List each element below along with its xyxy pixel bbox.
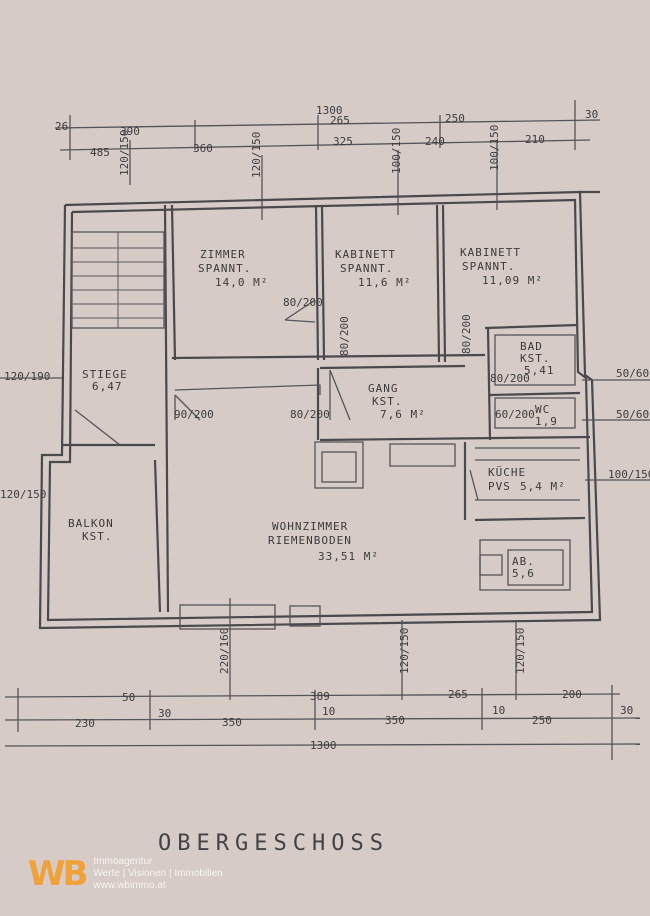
room-kueche-area: 5,4 M² xyxy=(520,480,566,493)
window-bottom-3: 120/150 xyxy=(514,628,527,674)
dim-top-7: 325 xyxy=(333,135,353,148)
door-label-4: 60/200 xyxy=(495,408,535,421)
room-wc-area: 1,9 xyxy=(535,415,558,428)
brand-logo: WB Immoagentur Werte | Visionen | Immobi… xyxy=(28,856,223,892)
room-balkon-floor: KST. xyxy=(82,530,113,543)
top-dimension-labels: 1300 390 265 250 30 485 360 325 240 210 … xyxy=(55,104,598,159)
dim-bottom-4: 265 xyxy=(448,688,468,701)
window-bottom-2: 120/150 xyxy=(398,628,411,674)
window-label-4: 120/150 xyxy=(118,130,131,176)
dim-bottom-11: 250 xyxy=(532,714,552,727)
brand-mark: WB xyxy=(28,854,88,894)
dim-top-2: 265 xyxy=(330,114,350,127)
room-kueche-floor: PVS xyxy=(488,480,511,493)
door-label-1: 80/200 xyxy=(283,296,323,309)
room-zimmer-name: ZIMMER xyxy=(200,248,246,261)
room-labels: ZIMMER SPANNT. 14,0 M² KABINETT SPANNT. … xyxy=(68,246,566,580)
room-kabinett2-name: KABINETT xyxy=(460,246,521,259)
dim-bottom-8: 10 xyxy=(322,705,335,718)
dim-right-2: 50/60 xyxy=(616,408,649,421)
dim-bottom-9: 350 xyxy=(385,714,405,727)
brand-tagline: Werte | Visionen | Immobilien xyxy=(93,868,223,879)
room-wohnzimmer-name: WOHNZIMMER xyxy=(272,520,348,533)
room-balkon-name: BALKON xyxy=(68,517,114,530)
room-gang-name: GANG xyxy=(368,382,399,395)
brand-text: Immoagentur Werte | Visionen | Immobilie… xyxy=(93,856,222,892)
room-kabinett1-floor: SPANNT. xyxy=(340,262,393,275)
window-label-1: 120/150 xyxy=(250,132,263,178)
dim-top-8: 240 xyxy=(425,135,445,148)
room-zimmer-area: 14,0 M² xyxy=(215,276,268,289)
staircase xyxy=(71,231,165,446)
inner-walls xyxy=(62,204,591,613)
room-kueche-name: KÜCHE xyxy=(488,466,526,479)
room-wc-name: WC xyxy=(535,403,550,416)
dim-left-2: 120/150 xyxy=(0,488,46,501)
door-label-2: 80/200 xyxy=(290,408,330,421)
dim-top-5: 485 xyxy=(90,146,110,159)
dim-bottom-5: 200 xyxy=(562,688,582,701)
bottom-dimension-labels: 50 30 389 265 200 230 350 10 350 10 250 … xyxy=(75,688,633,752)
doors xyxy=(174,299,479,501)
dim-bottom-12: 30 xyxy=(620,704,633,717)
dim-top-total: 1300 xyxy=(316,104,343,117)
room-bad-name: BAD xyxy=(520,340,543,353)
room-kabinett2-floor: SPANNT. xyxy=(462,260,515,273)
dim-left-1: 120/190 xyxy=(4,370,50,383)
door-label-3: 90/200 xyxy=(174,408,214,421)
dim-right-3: 100/150 xyxy=(608,468,650,481)
dim-top-6: 360 xyxy=(193,142,213,155)
room-kabinett1-area: 11,6 M² xyxy=(358,276,411,289)
room-abstell-name: AB. xyxy=(512,555,535,568)
dim-bottom-7: 350 xyxy=(222,716,242,729)
dim-bottom-6: 230 xyxy=(75,717,95,730)
window-label-3: 100/150 xyxy=(488,125,501,171)
fixtures xyxy=(174,334,580,630)
dim-right-1: 50/60 xyxy=(616,367,649,380)
room-bad-floor: KST. xyxy=(520,352,551,365)
dim-top-10: 26 xyxy=(55,120,68,133)
brand-url: www.wbimmo.at xyxy=(93,880,166,891)
window-label-2: 100/150 xyxy=(390,128,403,174)
bottom-dimension-lines xyxy=(4,685,641,760)
side-dimension-labels: 50/60 50/60 100/150 120/190 120/150 xyxy=(0,367,650,501)
dim-top-4: 30 xyxy=(585,108,598,121)
room-gang-floor: KST. xyxy=(372,395,403,408)
room-abstell-area: 5,6 xyxy=(512,567,535,580)
room-wohnzimmer-area: 33,51 M² xyxy=(318,550,379,563)
door-labels: 80/200 80/200 90/200 60/200 80/200 80/20… xyxy=(174,296,535,421)
window-bottom-1: 220/160 xyxy=(218,628,231,674)
room-kabinett1-name: KABINETT xyxy=(335,248,396,261)
dim-bottom-1: 50 xyxy=(122,691,135,704)
room-wohnzimmer-floor: RIEMENBODEN xyxy=(268,534,352,547)
room-stiege-name: STIEGE xyxy=(82,368,128,381)
door-label-6: 80/200 xyxy=(460,314,473,354)
outer-walls xyxy=(38,190,602,630)
dim-top-1: 390 xyxy=(120,125,140,138)
window-labels-top: 120/150 100/150 100/150 120/150 xyxy=(118,125,501,178)
room-gang-area: 7,6 M² xyxy=(380,408,426,421)
dim-bottom-10: 10 xyxy=(492,704,505,717)
room-zimmer-floor: SPANNT. xyxy=(198,262,251,275)
room-stiege-area: 6,47 xyxy=(92,380,123,393)
room-bad-area: 5,41 xyxy=(524,364,555,377)
dim-top-3: 250 xyxy=(445,112,465,125)
door-label-5: 80/200 xyxy=(338,316,351,356)
door-label-7: 80/200 xyxy=(490,372,530,385)
room-kabinett2-area: 11,09 M² xyxy=(482,274,543,287)
bottom-window-labels: 220/160 120/150 120/150 xyxy=(218,598,527,700)
brand-name: Immoagentur xyxy=(93,856,153,867)
dim-bottom-3: 389 xyxy=(310,690,330,703)
dim-top-9: 210 xyxy=(525,133,545,146)
plan-title: OBERGESCHOSS xyxy=(158,831,389,856)
dim-bottom-total: 1300 xyxy=(310,739,337,752)
dim-bottom-2: 30 xyxy=(158,707,171,720)
